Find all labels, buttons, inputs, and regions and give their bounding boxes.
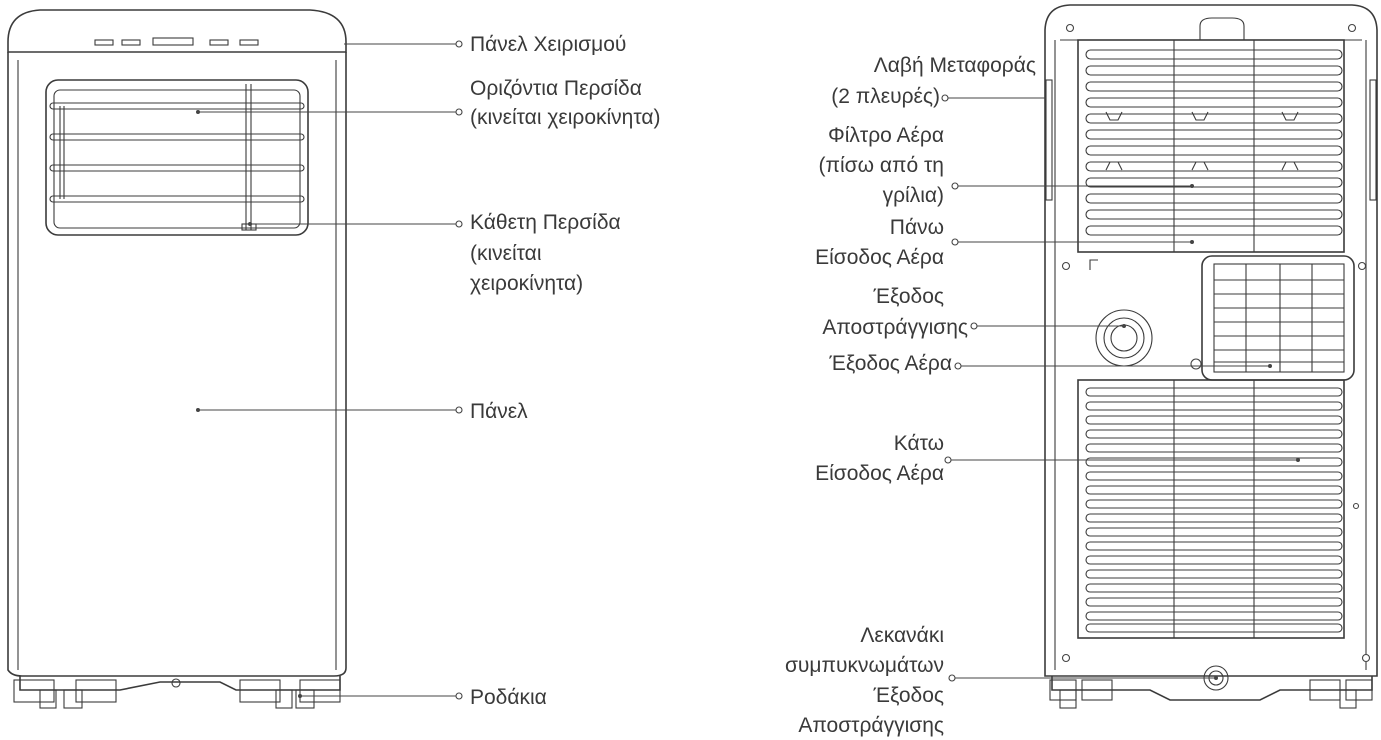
side-handle-right [1369,79,1377,201]
label-horizontal-louver-note: (κινείται χειροκίνητα) [470,106,660,129]
rear-body [1044,4,1378,677]
label-lower-inlet-1: Κάτω [894,432,944,455]
label-vertical-louver: Κάθετη Περσίδα [470,211,621,234]
rear-screws [1061,23,1371,663]
front-caster-left [13,679,117,709]
label-air-filter-note-2: γρίλια) [883,184,944,207]
label-condensate-tray-2: συμπυκνωμάτων [785,654,944,677]
label-vertical-louver-note-2: χειροκίνητα) [470,272,583,295]
label-panel: Πάνελ [470,400,528,423]
control-panel-buttons [94,37,259,46]
label-drain-outlet-2: Αποστράγγισης [822,316,968,339]
label-air-filter-note-1: (πίσω από τη [819,154,944,177]
front-view [7,9,347,709]
rear-labels: Λαβή Μεταφοράς (2 πλευρές) Φίλτρο Αέρα (… [785,54,1036,737]
front-caster-right [239,679,341,709]
label-condensate-tray-3: Έξοδος [873,684,944,707]
label-condensate-tray-1: Λεκανάκι [860,624,944,647]
label-upper-inlet-2: Είσοδος Αέρα [815,246,944,269]
horizontal-louver-blades [49,102,305,203]
side-handle-left [1045,79,1053,201]
label-upper-inlet-1: Πάνω [890,216,944,239]
label-air-outlet: Έξοδος Αέρα [828,352,952,375]
rear-caster-right [1309,679,1373,709]
rear-leader-lines [941,94,1300,682]
front-labels: Πάνελ Χειρισμού Οριζόντια Περσίδα (κινεί… [470,33,660,709]
drain-outlet [1095,309,1202,370]
label-carry-handle: Λαβή Μεταφοράς [874,54,1036,77]
lower-grille [1077,379,1345,639]
front-base [19,676,341,691]
label-horizontal-louver: Οριζόντια Περσίδα [470,77,642,100]
rear-view [1044,4,1378,709]
carry-handle [1199,17,1245,40]
label-air-filter: Φίλτρο Αέρα [828,124,944,147]
label-carry-handle-note: (2 πλευρές) [831,85,940,108]
label-condensate-tray-4: Αποστράγγισης [798,714,944,737]
front-top-cap [7,9,347,53]
upper-grille [1077,39,1345,253]
vertical-louver-rod [241,84,257,231]
air-outlet-grille [1201,255,1355,381]
label-lower-inlet-2: Είσοδος Αέρα [815,462,944,485]
label-casters: Ροδάκια [470,686,547,709]
label-drain-outlet-1: Έξοδος [873,285,944,308]
label-vertical-louver-note-1: (κινείται [470,242,542,265]
rear-caster-left [1049,679,1113,709]
front-body [7,52,347,677]
front-leader-lines [196,40,463,700]
louver-frame [45,79,309,236]
label-control-panel: Πάνελ Χειρισμού [470,33,626,56]
